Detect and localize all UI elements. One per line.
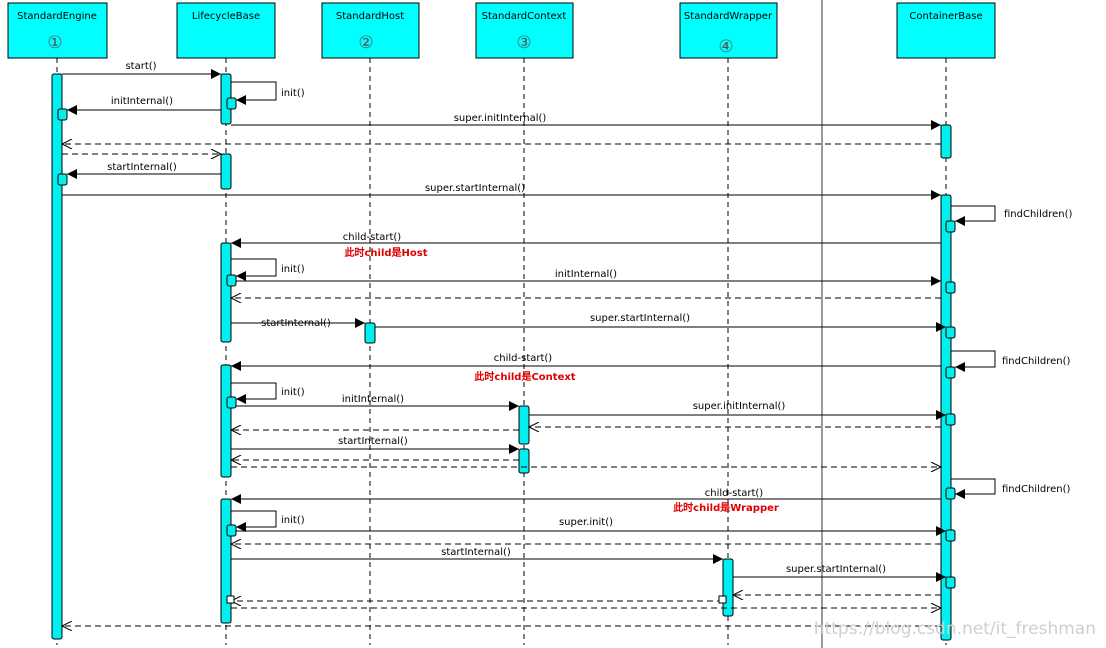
nested-activation <box>226 97 237 110</box>
lifeline-marker: ① <box>47 33 62 53</box>
label-super-initinternal-3: super.initInternal() <box>693 401 786 412</box>
label-init-4: init() <box>281 515 305 526</box>
note-child-host: 此时child是Host <box>344 246 427 259</box>
lifeline-marker: ④ <box>718 37 733 57</box>
nested-activation <box>945 487 956 500</box>
lifeline-head-standardengine: StandardEngine ① <box>7 2 108 59</box>
lifeline-name: StandardHost <box>336 11 404 22</box>
self-call-findchildren-1 <box>951 205 996 226</box>
activation-host <box>364 322 376 344</box>
activation-lifecycle-2 <box>220 153 232 190</box>
self-call-init-3 <box>231 382 277 404</box>
nested-activation <box>226 396 237 409</box>
lifeline-name: StandardContext <box>482 11 567 22</box>
lifeline-head-lifecyclebase: LifecycleBase <box>176 2 276 59</box>
nested-activation <box>945 576 956 589</box>
activation-context-2 <box>518 448 530 474</box>
label-initinternal-1: initInternal() <box>111 96 173 107</box>
nested-activation <box>57 173 68 186</box>
lifeline-head-standardcontext: StandardContext ③ <box>475 2 574 59</box>
return-marker <box>226 595 235 604</box>
nested-activation <box>226 524 237 537</box>
self-call-init-4 <box>231 510 277 532</box>
return-marker <box>718 595 727 604</box>
label-start: start() <box>125 61 156 72</box>
nested-activation <box>945 366 956 379</box>
label-init-1: init() <box>281 88 305 99</box>
nested-activation <box>945 326 956 339</box>
lifeline-name: LifecycleBase <box>192 11 260 22</box>
label-super-init-4: super.init() <box>559 517 613 528</box>
label-startinternal-2: startInternal() <box>261 318 331 329</box>
label-findchildren-1: findChildren() <box>1004 209 1072 220</box>
label-child-start-2: child-start() <box>494 353 553 364</box>
nested-activation <box>945 529 956 542</box>
activation-wrapper <box>722 558 734 617</box>
label-child-start-1: child-start() <box>343 232 402 243</box>
lifeline-head-standardhost: StandardHost ② <box>321 2 420 59</box>
self-call-init-2 <box>231 258 277 281</box>
self-call-init-1 <box>231 81 277 105</box>
activation-container-1 <box>940 124 952 159</box>
note-child-context: 此时child是Context <box>474 370 575 383</box>
label-startinternal-3: startInternal() <box>338 436 408 447</box>
label-findchildren-2: findChildren() <box>1002 356 1070 367</box>
label-super-initinternal-1: super.initInternal() <box>454 113 547 124</box>
label-super-startinternal-2: super.startInternal() <box>590 313 690 324</box>
nested-activation <box>945 281 956 294</box>
lifeline-head-containerbase: ContainerBase <box>896 2 996 59</box>
label-init-3: init() <box>281 387 305 398</box>
lifeline-head-standardwrapper: StandardWrapper ④ <box>679 2 778 59</box>
activation-lifecycle-4 <box>220 364 232 478</box>
label-initinternal-2: initInternal() <box>555 269 617 280</box>
activation-lifecycle-5 <box>220 498 232 624</box>
label-startinternal-4: startInternal() <box>441 547 511 558</box>
nested-activation <box>57 108 68 121</box>
activation-lifecycle-3 <box>220 242 232 343</box>
nested-activation <box>226 274 237 287</box>
lifeline-name: StandardWrapper <box>684 11 773 22</box>
activation-context-1 <box>518 405 530 445</box>
nested-activation <box>945 413 956 426</box>
nested-activation <box>945 220 956 233</box>
self-call-findchildren-2 <box>951 350 996 372</box>
activation-engine <box>51 73 63 640</box>
watermark: https://blog.csdn.net/it_freshman <box>814 619 1096 639</box>
label-child-start-3: child-start() <box>705 488 764 499</box>
lifeline-marker: ② <box>358 33 373 53</box>
lifeline-name: ContainerBase <box>909 11 982 22</box>
label-super-startinternal-1: super.startInternal() <box>425 183 525 194</box>
self-call-findchildren-3 <box>951 478 996 499</box>
label-findchildren-3: findChildren() <box>1002 484 1070 495</box>
note-child-wrapper: 此时child是Wrapper <box>673 501 779 514</box>
lifeline-name: StandardEngine <box>17 11 97 22</box>
label-super-startinternal-4: super.startInternal() <box>786 564 886 575</box>
label-init-2: init() <box>281 264 305 275</box>
label-startinternal-1: startInternal() <box>107 162 177 173</box>
label-initinternal-3: initInternal() <box>342 394 404 405</box>
lifeline-marker: ③ <box>516 33 531 53</box>
